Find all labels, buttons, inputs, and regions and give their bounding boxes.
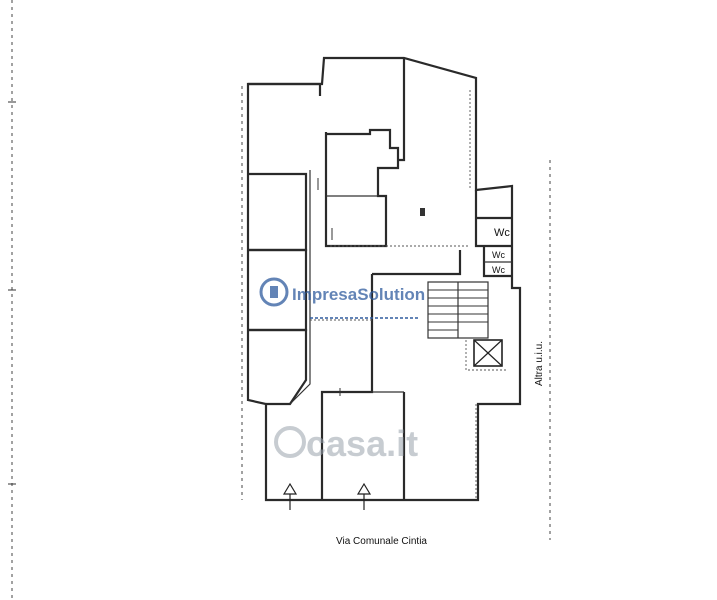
agency-logo-icon bbox=[259, 277, 289, 307]
dashed-line bbox=[465, 340, 506, 371]
wall bbox=[474, 190, 512, 248]
room-label-wc: Wc bbox=[492, 250, 505, 260]
portal-watermark: casa.it bbox=[274, 423, 418, 464]
wall bbox=[248, 328, 308, 406]
wall bbox=[372, 250, 462, 276]
wall bbox=[398, 58, 406, 162]
column-mark bbox=[420, 208, 425, 216]
outer-wall bbox=[246, 56, 522, 502]
staircase bbox=[427, 281, 489, 339]
elevator-cross bbox=[473, 339, 503, 367]
street-label: Via Comunale Cintia bbox=[336, 536, 427, 547]
entrance-arrow-left bbox=[282, 482, 298, 510]
arrow-head bbox=[282, 482, 298, 495]
elevator-shaft bbox=[473, 339, 503, 367]
wall bbox=[248, 172, 308, 252]
agency-watermark: ImpresaSolution bbox=[259, 277, 425, 319]
wall bbox=[482, 246, 512, 278]
entrance-arrow-right bbox=[356, 482, 372, 510]
agency-watermark-text: ImpresaSolution bbox=[292, 285, 425, 304]
room-label-wc: Wc bbox=[494, 227, 510, 239]
elevator-outline bbox=[473, 339, 503, 367]
wall bbox=[248, 82, 322, 96]
wall bbox=[320, 274, 374, 500]
room-label-wc: Wc bbox=[492, 265, 505, 275]
arrow-head bbox=[356, 482, 372, 495]
portal-logo-icon bbox=[274, 426, 306, 458]
wall bbox=[324, 128, 400, 248]
portal-watermark-text: casa.it bbox=[306, 423, 418, 464]
agency-logo-mark bbox=[270, 286, 278, 298]
corridor-wall bbox=[289, 170, 311, 405]
adjacent-unit-label: Altra u.i.u. bbox=[534, 341, 545, 386]
